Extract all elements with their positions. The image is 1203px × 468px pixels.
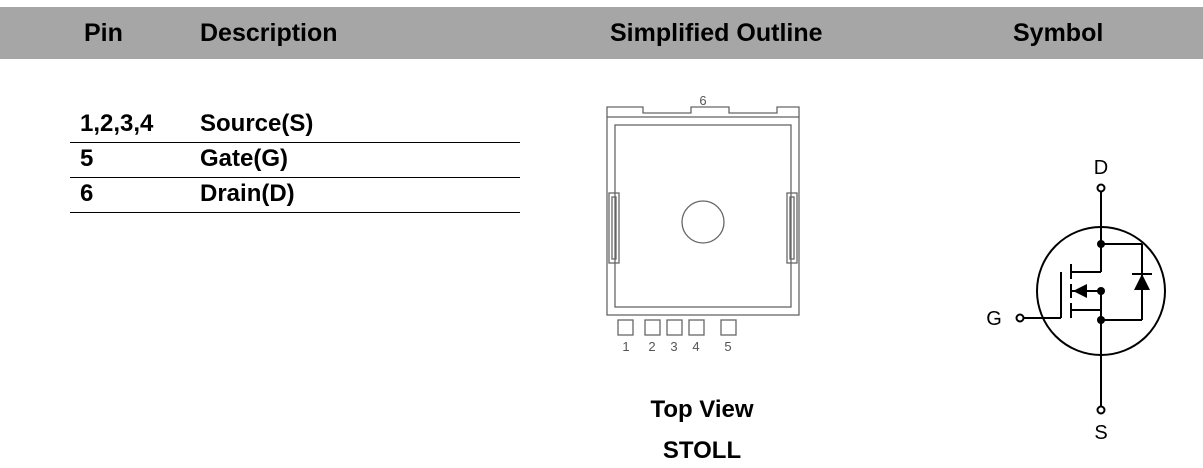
table-row: 1,2,3,4 Source(S)	[70, 108, 520, 143]
pin-description: Drain(D)	[200, 180, 295, 207]
mosfet-symbol: D G S	[986, 157, 1166, 444]
pin-table: 1,2,3,4 Source(S) 5 Gate(G) 6 Drain(D)	[70, 108, 520, 213]
symbol-gate-label: G	[986, 308, 1002, 330]
table-header-bar	[0, 7, 1203, 59]
pin-description: Source(S)	[200, 110, 314, 137]
header-simplified-outline: Simplified Outline	[610, 19, 823, 47]
outline-caption-package: STOLL	[662, 437, 742, 464]
header-pin: Pin	[84, 19, 123, 47]
outline-pin-label: 5	[724, 339, 731, 354]
outline-pin-label: 2	[648, 339, 655, 354]
outline-pin-label: 3	[670, 339, 677, 354]
outline-pin-label: 4	[692, 339, 699, 354]
table-row: 5 Gate(G)	[70, 143, 520, 178]
outline-pin-6-label: 6	[699, 93, 706, 108]
pin-description: Gate(G)	[200, 145, 289, 172]
outline-caption-view: Top View	[650, 396, 754, 423]
package-outline-drawing: 6 1 2 3 4 5	[606, 93, 800, 354]
symbol-drain-label: D	[1094, 157, 1108, 179]
header-description: Description	[200, 19, 338, 47]
pin-number: 1,2,3,4	[80, 110, 154, 137]
pin-number: 5	[80, 145, 94, 172]
symbol-source-label: S	[1094, 422, 1107, 444]
outline-pin-label: 1	[622, 339, 629, 354]
header-symbol: Symbol	[1013, 19, 1104, 47]
pin-number: 6	[80, 180, 94, 207]
table-row: 6 Drain(D)	[70, 178, 520, 213]
